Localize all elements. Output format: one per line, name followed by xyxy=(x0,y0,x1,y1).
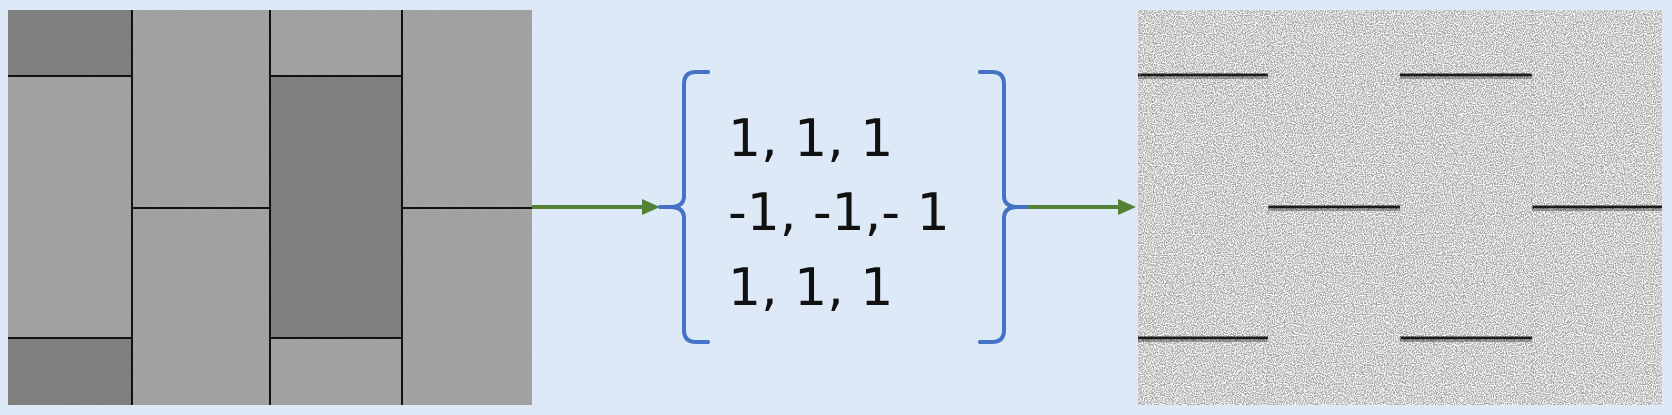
tile xyxy=(402,10,532,208)
tile-grout-lines xyxy=(8,10,532,405)
tile xyxy=(132,208,270,405)
kernel-row-1: 1, 1, 1 xyxy=(728,109,893,169)
tile xyxy=(8,76,132,338)
kernel-left-bracket xyxy=(658,70,710,344)
edge-noise xyxy=(1138,10,1662,405)
tile xyxy=(270,76,402,338)
tile xyxy=(270,338,402,405)
tile xyxy=(8,338,132,405)
tile xyxy=(132,10,270,208)
tile xyxy=(270,10,402,76)
kernel-row-2: -1, -1,- 1 xyxy=(728,183,950,243)
arrow-to-kernel xyxy=(532,199,660,215)
input-tile-image xyxy=(8,10,532,405)
kernel-right-bracket xyxy=(978,70,1030,344)
output-edge-image xyxy=(1138,10,1662,405)
tile xyxy=(402,208,532,405)
kernel-row-3: 1, 1, 1 xyxy=(728,258,893,318)
tile xyxy=(8,10,132,76)
arrow-to-output xyxy=(1028,199,1136,215)
